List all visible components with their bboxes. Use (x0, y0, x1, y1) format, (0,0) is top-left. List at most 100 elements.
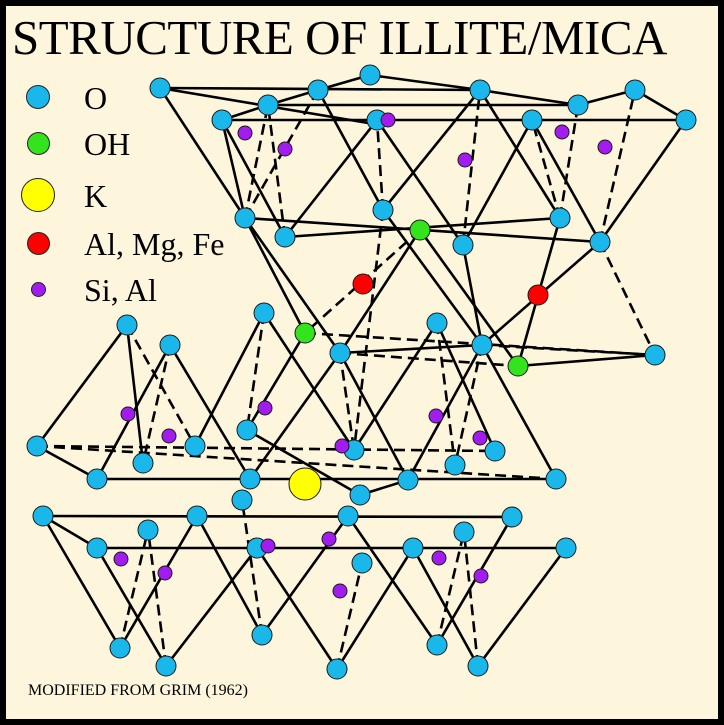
bond-line (220, 119, 247, 219)
oxygen-atom (349, 484, 371, 506)
oxygen-atom (426, 634, 448, 656)
oxygen-atom (307, 79, 329, 101)
bond-line (339, 343, 483, 355)
bond-line (479, 88, 579, 107)
bond-line (461, 244, 484, 346)
oxygen-atom (26, 435, 48, 457)
oxygen-atom (521, 109, 543, 131)
bond-line (338, 229, 422, 354)
octahedral-cation-atom (527, 284, 549, 306)
dashed-bond-line (146, 529, 168, 667)
bond-line (375, 119, 465, 246)
oxygen-atom (236, 419, 258, 441)
oxygen-atom (675, 109, 697, 131)
bond-line (352, 322, 439, 451)
hydroxyl-atom-icon (27, 132, 50, 155)
oxygen-atom (186, 505, 208, 527)
dashed-bond-line (266, 104, 287, 238)
dashed-bond-line (118, 529, 150, 649)
dashed-bond-line (141, 344, 172, 464)
dashed-bond-line (240, 499, 264, 636)
bond-line (262, 312, 356, 451)
dashed-bond-line (435, 531, 466, 646)
oxygen-atom (329, 342, 351, 364)
bond-line (36, 444, 98, 481)
oxygen-atom (116, 314, 138, 336)
bond-line (283, 119, 379, 238)
bond-line (246, 428, 361, 497)
bond-line (435, 516, 514, 646)
bond-line (381, 209, 484, 346)
tetrahedral-cation-atom (472, 430, 488, 446)
dashed-bond-line (339, 351, 519, 368)
bond-line (245, 332, 307, 431)
oxygen-atom (337, 505, 359, 527)
bond-line (118, 515, 199, 649)
hydroxyl-atom (294, 322, 316, 344)
oxygen-atom (132, 452, 154, 474)
hydroxyl-atom (507, 355, 529, 377)
oxygen-atom (257, 94, 279, 116)
oxygen-atom (109, 637, 131, 659)
legend-label: OH (84, 125, 131, 162)
oxygen-atom (351, 552, 373, 574)
oxygen-atom (137, 519, 159, 541)
oxygen-atom (32, 505, 54, 527)
legend-label: Si, Al (84, 271, 157, 308)
oxygen-atom (426, 312, 448, 334)
oxygen-atom (86, 468, 108, 490)
oxygen-atom (359, 64, 381, 86)
oxygen-atom (624, 79, 646, 101)
oxygen-atom (86, 537, 108, 559)
tetrahedral-cation-atom (257, 400, 273, 416)
dashed-bond-line (245, 312, 266, 431)
bond-line (243, 217, 342, 354)
tetrahedral-cation-atom (334, 438, 350, 454)
bond-line (335, 547, 415, 670)
oxygen-atom (155, 655, 177, 677)
oxygen-atom (211, 109, 233, 131)
oxygen-atom (467, 655, 489, 677)
bond-line (158, 87, 247, 219)
legend-label: Al, Mg, Fe (84, 225, 225, 262)
oxygen-atom (402, 537, 424, 559)
tetrahedral-cation-atom (428, 408, 444, 424)
bond-line (125, 324, 145, 464)
bond-line (248, 352, 342, 480)
oxygen-atom (326, 658, 348, 680)
oxygen-atom (397, 469, 419, 491)
dashed-bond-line (352, 209, 385, 451)
potassium-atom (288, 467, 322, 501)
oxygen-atom (644, 344, 666, 366)
bond-line (243, 217, 307, 334)
octahedral-cation-icon (27, 232, 50, 255)
tetrahedral-cation-icon (31, 282, 46, 297)
oxygen-atom (549, 207, 571, 229)
oxygen-atom-icon (26, 85, 50, 109)
oxygen-atom (231, 489, 253, 511)
bond-line (164, 547, 259, 667)
tetrahedral-cation-atom (157, 565, 173, 581)
dashed-bond-line (375, 119, 385, 211)
tetrahedral-cation-atom (321, 531, 337, 547)
tetrahedral-cation-atom (120, 406, 136, 422)
tetrahedral-cation-atom (380, 112, 396, 128)
tetrahedral-cation-atom (597, 139, 613, 155)
bond-line (478, 89, 562, 219)
oxygen-atom (149, 77, 171, 99)
oxygen-atom (234, 207, 256, 229)
oxygen-atom (251, 624, 273, 646)
bond-line (480, 344, 558, 480)
oxygen-atom (471, 334, 493, 356)
bond-line (42, 514, 523, 519)
dashed-bond-line (453, 344, 484, 466)
oxygen-atom (444, 454, 466, 476)
bond-line (406, 344, 484, 481)
legend-label: K (84, 177, 108, 214)
oxygen-atom (159, 334, 181, 356)
dashed-bond-line (243, 104, 270, 219)
bond-line (476, 547, 568, 667)
oxygen-atom (589, 231, 611, 253)
oxygen-atom (501, 506, 523, 528)
